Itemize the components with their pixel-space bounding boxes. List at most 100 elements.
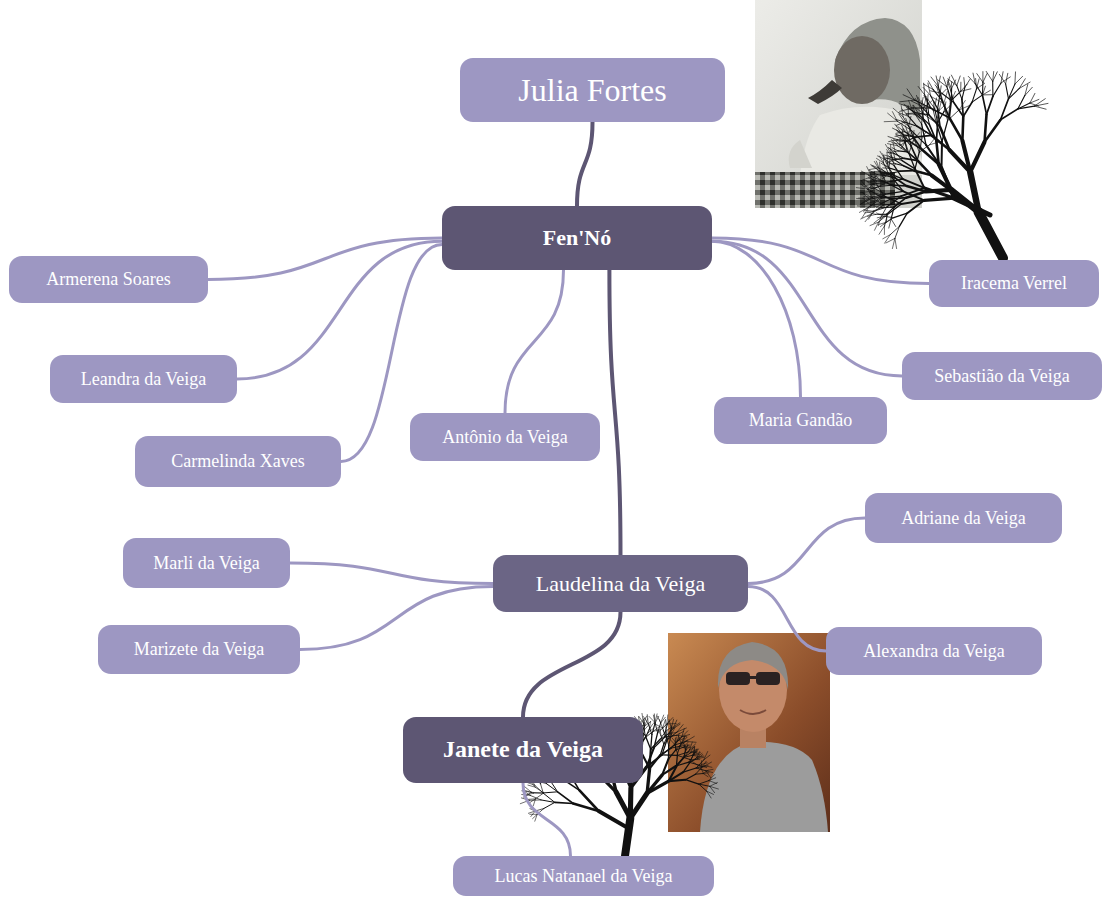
illustration-part [654, 714, 656, 723]
illustration-part [970, 142, 984, 172]
illustration-part [869, 170, 877, 174]
illustration-part [703, 770, 708, 773]
illustration-part [961, 117, 964, 141]
illustration-part [948, 90, 950, 103]
illustration-part [558, 792, 574, 804]
illustration-part [901, 200, 924, 204]
illustration-part [909, 153, 915, 169]
illustration-part [1030, 99, 1039, 103]
illustration-part [884, 121, 897, 123]
illustration-part [865, 214, 871, 222]
illustration-part [884, 163, 889, 173]
connector [523, 612, 621, 717]
illustration-part [650, 749, 651, 768]
node-label: Sebastião da Veiga [934, 366, 1070, 387]
illustration-part [869, 189, 882, 198]
node-label: Maria Gandão [749, 410, 852, 431]
connector [712, 238, 929, 284]
illustration-part [865, 184, 873, 186]
illustration-part [675, 745, 678, 754]
illustration-part [936, 110, 939, 123]
illustration-part [834, 36, 890, 104]
illustration-part [910, 133, 915, 141]
illustration-part [630, 793, 647, 818]
illustration-part [856, 188, 868, 190]
illustration-part [868, 188, 877, 190]
illustration-part [808, 80, 842, 104]
illustration-part [903, 117, 911, 130]
illustration-part [983, 90, 991, 95]
illustration-part [755, 0, 922, 208]
illustration-part [918, 161, 932, 176]
illustration-part [1009, 88, 1020, 98]
illustration-part [872, 205, 884, 214]
person-box: Carmelinda Xaves [135, 436, 341, 487]
illustration-part [891, 219, 896, 227]
illustration-part [905, 142, 909, 154]
illustration-part [699, 781, 709, 785]
illustration-part [949, 118, 962, 141]
illustration-part [936, 123, 942, 141]
node-label: Janete da Veiga [443, 736, 603, 764]
illustration-part [888, 113, 898, 121]
illustration-part [526, 791, 534, 794]
illustration-part [926, 145, 942, 168]
illustration-part [944, 91, 948, 103]
node-label: Fen'Nó [543, 225, 611, 250]
illustration-part [1009, 84, 1015, 99]
illustration-part [982, 72, 983, 83]
illustration-part [915, 169, 924, 188]
illustration-part [885, 191, 903, 194]
illustration-part [686, 774, 696, 780]
illustration-part [909, 101, 913, 111]
illustration-part [702, 766, 708, 768]
illustration-part [961, 89, 971, 92]
connector [300, 586, 493, 649]
illustration-part [892, 238, 895, 248]
illustration-part [901, 188, 924, 196]
illustration-part [950, 91, 955, 103]
illustration-part [700, 742, 828, 832]
illustration-part [861, 214, 872, 219]
illustration-part [866, 197, 873, 201]
illustration-part [914, 114, 925, 115]
illustration-part [599, 811, 628, 828]
illustration-part [962, 87, 965, 99]
illustration-part [707, 791, 712, 798]
illustration-part [697, 756, 704, 758]
illustration-part [957, 86, 962, 100]
illustration-part [983, 94, 993, 95]
illustration-part [660, 748, 671, 755]
illustration-part [528, 798, 536, 800]
illustration-part [890, 226, 899, 234]
illustration-part [749, 676, 757, 679]
connector [523, 783, 571, 856]
illustration-part [674, 738, 676, 745]
illustration-part [960, 82, 961, 91]
illustration-part [869, 168, 878, 170]
illustration-part [888, 137, 898, 140]
illustration-part [907, 89, 914, 100]
illustration-part [869, 198, 882, 199]
illustration-part [544, 802, 555, 808]
illustration-part [699, 784, 707, 791]
person-box: Marli da Veiga [123, 538, 290, 588]
illustration-part [918, 87, 924, 95]
illustration-part [530, 814, 537, 815]
illustration-part [924, 198, 953, 200]
illustration-part [669, 720, 671, 729]
illustration-part [666, 730, 667, 737]
illustration-part [874, 161, 878, 168]
illustration-part [647, 781, 669, 793]
illustration-part [965, 79, 970, 87]
illustration-part [663, 731, 666, 737]
illustration-part [876, 182, 887, 187]
illustration-part [876, 214, 888, 215]
node-label: Alexandra da Veiga [863, 641, 1005, 662]
illustration-part [709, 781, 717, 784]
illustration-part [890, 168, 900, 171]
illustration-part [983, 74, 987, 83]
illustration-part [709, 775, 715, 781]
illustration-part [526, 793, 534, 795]
illustration-part [999, 74, 1005, 84]
